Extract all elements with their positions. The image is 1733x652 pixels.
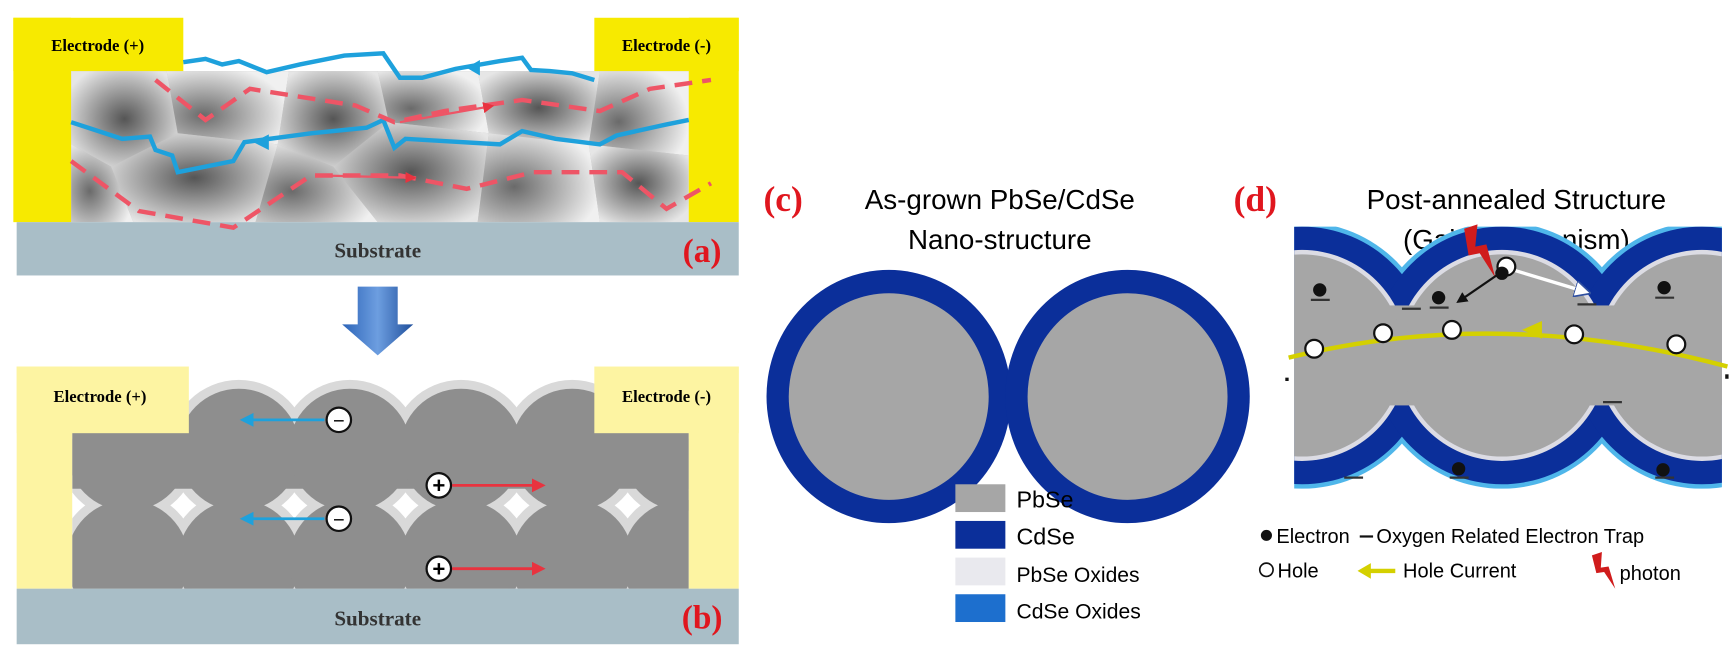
panel-c-label: (c): [763, 179, 802, 219]
legend-label: Electron: [1276, 526, 1349, 548]
electrode-left-label: Electrode (+): [51, 36, 144, 55]
electrode-left: [13, 17, 184, 223]
hole-path-arrow: [322, 172, 417, 184]
legend-swatch-pbse-oxides: [955, 557, 1006, 586]
electrode-left-label: Electrode (+): [54, 387, 147, 406]
plus-symbol: +: [432, 556, 445, 581]
panel-c-title: Nano-structure: [908, 224, 1092, 255]
electron-path: [70, 116, 690, 175]
panel-c-title: As-grown PbSe/CdSe: [865, 184, 1135, 215]
electron: [1313, 266, 1671, 477]
hole-path: [154, 77, 712, 125]
electron-charge: −: [239, 406, 353, 434]
hole-current-icon: [1357, 563, 1396, 579]
nanocrystal-left: [766, 269, 1011, 524]
substrate-label: Substrate: [334, 606, 421, 630]
legend-label: Hole Current: [1403, 561, 1517, 583]
electron-path: [182, 51, 595, 83]
legend-label: CdSe: [1016, 523, 1074, 549]
legend-label: Oxygen Related Electron Trap: [1376, 526, 1644, 548]
electron-trap: [1310, 296, 1675, 479]
legend-label: PbSe Oxides: [1016, 564, 1139, 587]
legend-swatch-cdse-oxides: [955, 594, 1006, 623]
hole-icon: [1258, 562, 1274, 578]
minus-symbol: −: [333, 509, 345, 531]
electron-path-arrow: [253, 134, 269, 150]
panel-a-label: (a): [683, 233, 722, 270]
legend-label: PbSe: [1016, 487, 1073, 513]
electron-path-arrow: [466, 59, 480, 76]
panel-d-title: Post-annealed Structure: [1367, 184, 1666, 215]
hole-charge: +: [425, 555, 546, 583]
legend-label: Hole: [1278, 561, 1319, 583]
edge-dot: [1725, 374, 1729, 379]
panel-b: Electrode (+) Electrode (-) Substrate (b…: [16, 366, 739, 645]
electrode-right: [594, 17, 739, 223]
hole-charge: +: [425, 472, 546, 499]
hole-path-arrow: [399, 102, 495, 124]
electron-charge: −: [239, 505, 353, 533]
minus-symbol: −: [333, 411, 345, 433]
panel-b-label: (b): [682, 600, 723, 637]
substrate: [16, 222, 739, 276]
panel-d-label: (d): [1234, 179, 1277, 219]
photon-icon: [1464, 224, 1496, 278]
photon-icon: [1591, 552, 1616, 589]
panel-d: (d) Post-annealed Structure (Gain Mechan…: [1234, 179, 1729, 589]
legend: Electron Oxygen Related Electron Trap Ho…: [1258, 526, 1681, 589]
plus-symbol: +: [432, 473, 445, 498]
polycrystalline-film: [71, 71, 689, 223]
hole-current-path: [1288, 331, 1729, 369]
substrate: [16, 588, 739, 645]
electron-transfer-arrow: [1512, 268, 1583, 291]
legend-label: CdSe Oxides: [1016, 601, 1140, 624]
hole-path: [69, 159, 713, 231]
panel-a: Electrode (+) Electrode (-) Substrate (a…: [13, 17, 739, 276]
legend: PbSe CdSe PbSe Oxides CdSe Oxides: [955, 484, 1141, 624]
hole-transfer-arrow: [1456, 272, 1501, 304]
panel-c: (c) As-grown PbSe/CdSe Nano-structure Pb…: [763, 179, 1250, 624]
legend-swatch-cdse: [955, 520, 1006, 549]
legend-label: photon: [1620, 563, 1681, 585]
hole-current-arrow: [1521, 321, 1542, 339]
electrode-right-label: Electrode (-): [622, 387, 711, 406]
electron-icon: [1260, 529, 1272, 541]
nanocrystal-right: [1005, 269, 1250, 524]
edge-dot: [1285, 377, 1289, 381]
annealed-structure: [1294, 226, 1722, 489]
electrode-right: [594, 366, 739, 589]
electrode-right-label: Electrode (-): [622, 36, 711, 55]
down-arrow-icon: [342, 286, 414, 356]
electrode-left: [16, 366, 189, 589]
substrate-label: Substrate: [334, 239, 421, 263]
legend-swatch-pbse: [955, 484, 1006, 513]
